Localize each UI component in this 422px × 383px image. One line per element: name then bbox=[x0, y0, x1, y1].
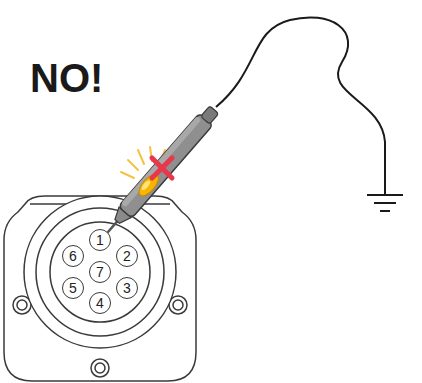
warning-text: NO! bbox=[30, 58, 103, 98]
pin-number: 3 bbox=[123, 281, 131, 295]
pin-circle: 1 bbox=[89, 229, 111, 251]
ground-wire bbox=[216, 17, 385, 195]
pin-circle: 7 bbox=[89, 261, 111, 283]
socket-housing bbox=[4, 196, 196, 381]
pin-circle: 5 bbox=[62, 277, 84, 299]
pin-number: 1 bbox=[96, 233, 104, 247]
pin-number: 2 bbox=[123, 249, 131, 263]
voltage-tester bbox=[101, 104, 221, 238]
pin-circle: 6 bbox=[62, 245, 84, 267]
pin-number: 7 bbox=[96, 265, 104, 279]
pin-circle: 2 bbox=[116, 245, 138, 267]
prohibition-cross bbox=[152, 158, 172, 178]
pin-number: 4 bbox=[96, 296, 104, 310]
pin-number: 5 bbox=[69, 281, 77, 295]
pin-circle: 3 bbox=[116, 277, 138, 299]
pin-circle: 4 bbox=[89, 292, 111, 314]
pin-number: 6 bbox=[69, 249, 77, 263]
ground-symbol bbox=[367, 195, 403, 211]
